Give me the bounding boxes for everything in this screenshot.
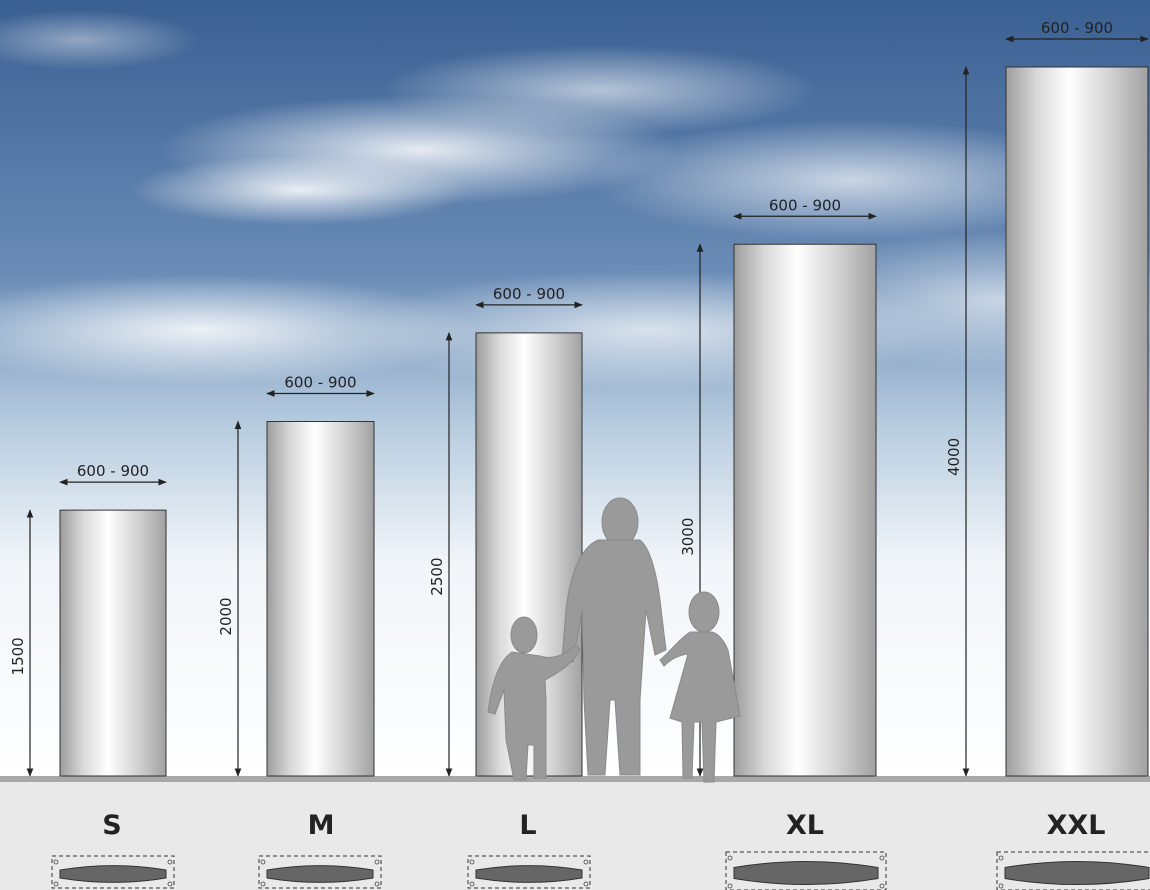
size-label-l: L — [519, 810, 536, 841]
height-label-m: 2000 — [217, 597, 235, 635]
height-label-s: 1500 — [9, 637, 27, 675]
width-label-xxl: 600 - 900 — [1041, 19, 1113, 37]
column-xxl — [1005, 66, 1149, 777]
height-label-xxl: 4000 — [945, 438, 963, 476]
size-label-m: M — [308, 810, 335, 841]
width-label-xl: 600 - 900 — [769, 196, 841, 214]
size-label-xl: XL — [786, 810, 824, 841]
base-plate-s — [51, 855, 175, 889]
column-m — [266, 421, 375, 777]
base-plate-m — [258, 855, 382, 889]
width-label-s: 600 - 900 — [77, 462, 149, 480]
size-label-s: S — [102, 810, 121, 841]
column-s — [59, 509, 167, 777]
width-label-m: 600 - 900 — [284, 374, 356, 392]
base-plate-l — [467, 855, 591, 889]
base-plate-xl — [725, 851, 887, 890]
width-label-l: 600 - 900 — [493, 285, 565, 303]
family-silhouette — [487, 497, 741, 783]
base-plate-xxl — [996, 851, 1150, 890]
ground-line — [0, 776, 1150, 782]
column-xl — [733, 243, 877, 777]
height-label-xl: 3000 — [679, 518, 697, 556]
height-label-l: 2500 — [428, 558, 446, 596]
size-label-xxl: XXL — [1047, 810, 1106, 841]
